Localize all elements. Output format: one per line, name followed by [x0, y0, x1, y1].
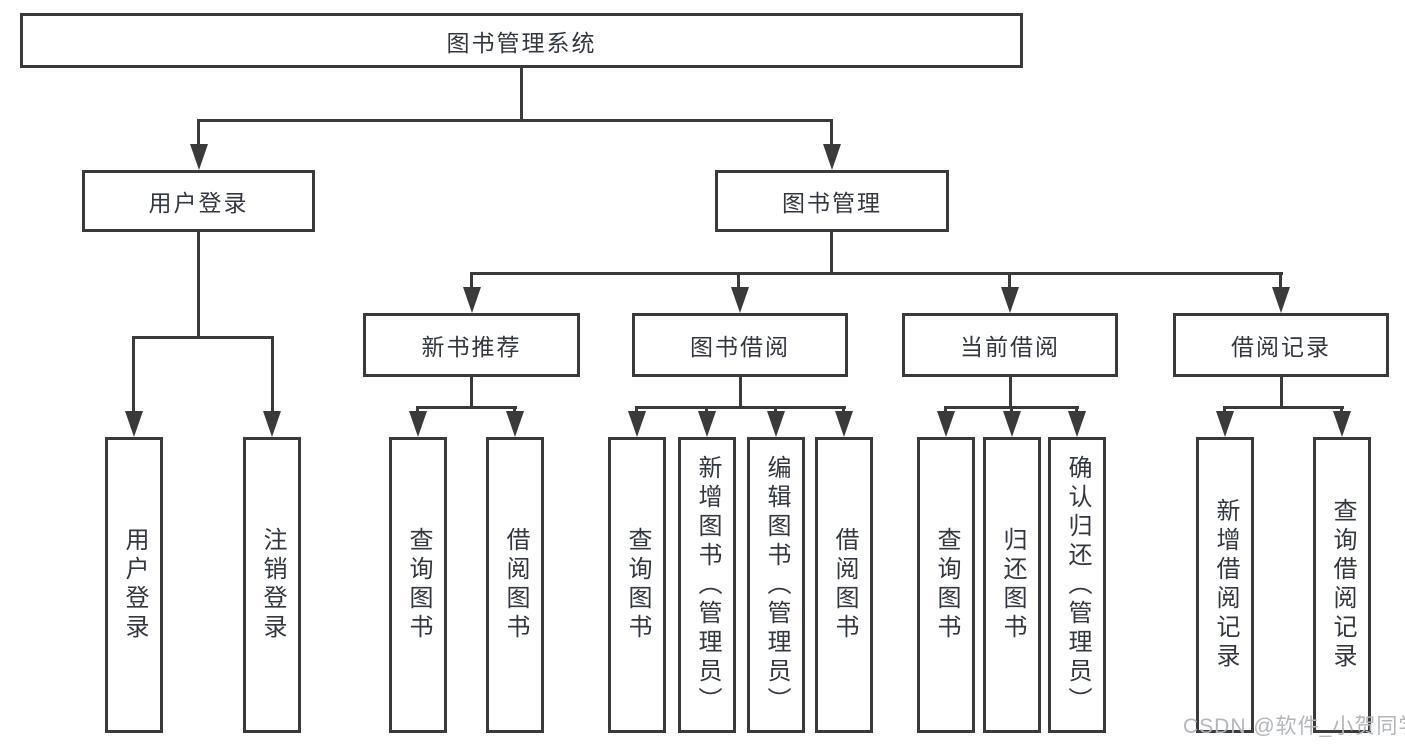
connector-line: [830, 232, 833, 275]
node-label: 查询图书: [933, 527, 960, 643]
connector-line: [470, 272, 473, 288]
arrow-down-icon: [1272, 287, 1290, 313]
node-label: 图书管理: [782, 190, 882, 216]
connector-line: [470, 377, 473, 408]
arrow-down-icon: [1001, 287, 1019, 313]
connector-line: [842, 406, 845, 414]
node-label: 新书推荐: [421, 334, 522, 360]
connector-line: [1279, 272, 1282, 288]
node-borrow-record: 借阅记录: [1173, 313, 1389, 377]
connector-line: [1009, 377, 1012, 408]
node-book-management: 图书管理: [715, 170, 949, 232]
arrow-down-icon: [1003, 411, 1021, 437]
connector-line: [944, 406, 947, 414]
arrow-down-icon: [409, 411, 427, 437]
connector-line: [1010, 406, 1013, 414]
node-book-borrow: 图书借阅: [632, 313, 848, 377]
node-label: 新增借阅记录: [1212, 498, 1239, 672]
node-leaf-query-book-current: 查询图书: [917, 437, 975, 733]
arrow-down-icon: [835, 411, 853, 437]
arrow-down-icon: [463, 287, 481, 313]
connector-line: [197, 119, 200, 148]
node-leaf-query-book-borrow: 查询图书: [608, 437, 666, 733]
node-label: 归还图书: [999, 527, 1026, 643]
node-leaf-query-book-recommend: 查询图书: [389, 437, 447, 733]
node-leaf-confirm-return-admin: 确认归还（管理员）: [1048, 437, 1106, 733]
node-label: 借阅图书: [831, 527, 858, 643]
node-leaf-query-borrow-record: 查询借阅记录: [1313, 437, 1371, 733]
node-label: 当前借阅: [960, 334, 1060, 360]
connector-line: [705, 406, 708, 414]
connector-line: [416, 406, 419, 414]
node-leaf-user-login: 用户登录: [105, 437, 163, 733]
node-label: 注销登录: [259, 527, 286, 643]
node-current-borrow: 当前借阅: [902, 313, 1118, 377]
node-label: 借阅图书: [502, 527, 529, 643]
node-label: 确认归还（管理员）: [1064, 454, 1091, 716]
connector-line: [1280, 377, 1283, 408]
connector-line: [774, 406, 777, 414]
node-label: 用户登录: [148, 190, 249, 216]
arrow-down-icon: [263, 411, 281, 437]
arrow-down-icon: [937, 411, 955, 437]
node-label: 查询图书: [624, 527, 651, 643]
connector-line: [520, 68, 523, 121]
connector-line: [416, 406, 517, 409]
connector-line: [1223, 406, 1344, 409]
arrow-down-icon: [1068, 411, 1086, 437]
node-leaf-edit-book-admin: 编辑图书（管理员）: [747, 437, 805, 733]
connector-line: [635, 406, 846, 409]
connector-line: [737, 272, 740, 288]
node-user-login: 用户登录: [82, 170, 315, 232]
node-label: 查询图书: [405, 527, 432, 643]
connector-line: [635, 406, 638, 414]
node-label: 图书管理系统: [446, 29, 597, 56]
node-label: 借阅记录: [1231, 334, 1331, 360]
arrow-down-icon: [1333, 411, 1351, 437]
connector-line: [1008, 272, 1011, 288]
node-label: 图书借阅: [690, 334, 790, 360]
arrow-down-icon: [731, 287, 749, 313]
connector-line: [1075, 406, 1078, 414]
connector-line: [1223, 406, 1226, 414]
connector-line: [470, 272, 1283, 275]
connector-line: [197, 119, 833, 122]
node-leaf-add-book-admin: 新增图书（管理员）: [678, 437, 736, 733]
connector-line: [830, 119, 833, 148]
arrow-down-icon: [698, 411, 716, 437]
arrow-down-icon: [506, 411, 524, 437]
node-leaf-borrow-book-recommend: 借阅图书: [486, 437, 544, 733]
connector-line: [132, 336, 135, 414]
arrow-down-icon: [125, 411, 143, 437]
node-label: 用户登录: [121, 527, 148, 643]
arrow-down-icon: [1216, 411, 1234, 437]
connector-line: [132, 336, 274, 339]
node-new-book-recommend: 新书推荐: [363, 313, 580, 377]
connector-line: [197, 232, 200, 339]
arrow-down-icon: [823, 144, 841, 170]
arrow-down-icon: [767, 411, 785, 437]
connector-line: [739, 377, 742, 408]
node-leaf-borrow-book: 借阅图书: [815, 437, 873, 733]
node-label: 编辑图书（管理员）: [763, 454, 790, 716]
node-label: 查询借阅记录: [1329, 498, 1356, 672]
watermark: CSDN @软件_小贺同学: [1183, 715, 1405, 738]
connector-line: [271, 336, 274, 414]
node-leaf-return-book: 归还图书: [983, 437, 1041, 733]
arrow-down-icon: [628, 411, 646, 437]
node-label: 新增图书（管理员）: [694, 454, 721, 716]
node-leaf-add-borrow-record: 新增借阅记录: [1196, 437, 1254, 733]
node-library-system: 图书管理系统: [20, 13, 1023, 68]
connector-line: [1340, 406, 1343, 414]
arrow-down-icon: [190, 144, 208, 170]
connector-line: [513, 406, 516, 414]
node-leaf-logout: 注销登录: [243, 437, 301, 733]
